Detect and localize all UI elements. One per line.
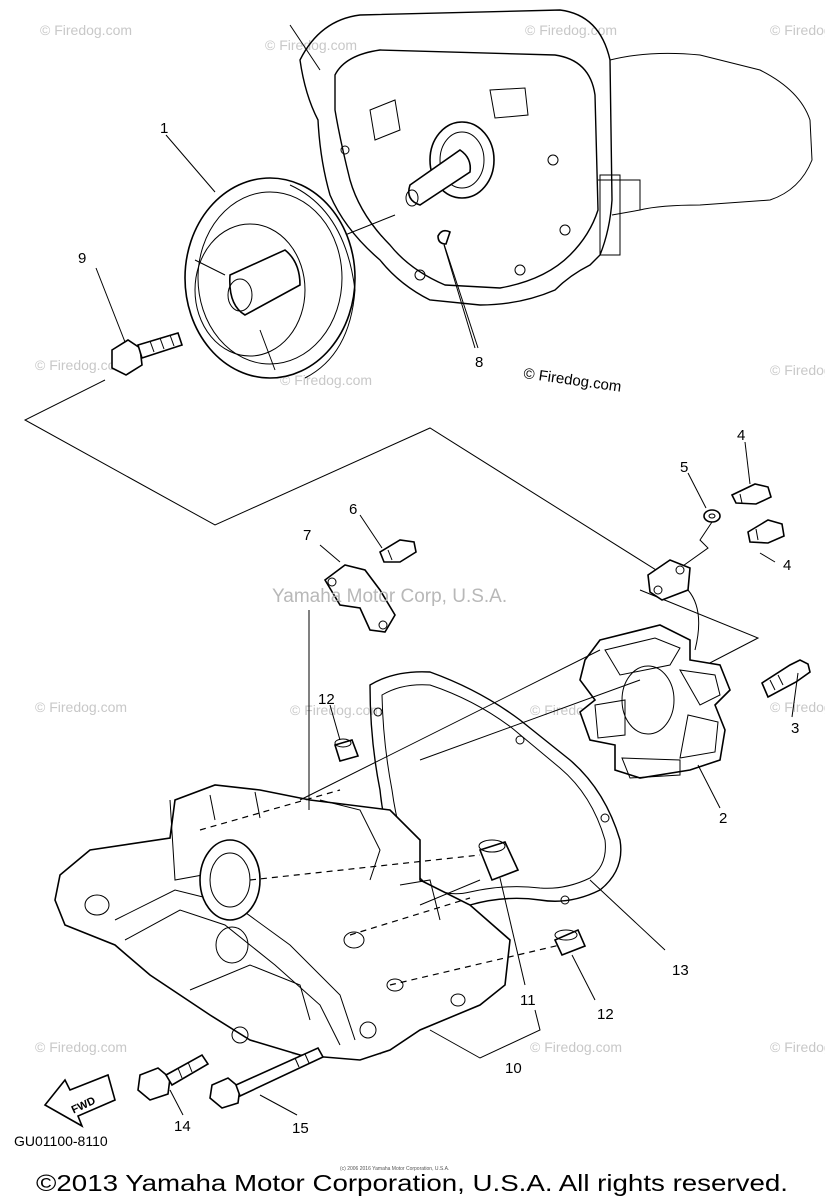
callout-13: 13: [672, 962, 689, 979]
flywheel: [184, 177, 356, 379]
callouts: 1 2 3 4 4 5 6 7 8 9 10 11 12 12 13 14 15: [78, 120, 799, 1137]
callout-4-bottom: 4: [783, 557, 791, 574]
watermark-text: © Firedog.com: [35, 357, 127, 373]
pickup-coil: [647, 559, 700, 651]
callout-7: 7: [303, 527, 311, 544]
stator: [579, 624, 731, 779]
tiny-copyright: (c) 2006 2016 Yamaha Motor Corporation, …: [340, 1166, 449, 1172]
callout-2: 2: [719, 810, 727, 827]
watermark-text: © Firedog.com: [35, 1039, 127, 1055]
dowel-pins: [333, 738, 587, 957]
callout-1: 1: [160, 120, 168, 137]
watermark-text: © Firedog.com: [280, 372, 372, 388]
center-watermark: Yamaha Motor Corp, U.S.A.: [272, 586, 507, 607]
callout-9: 9: [78, 250, 86, 267]
watermark-text: © Firedog.com: [525, 22, 617, 38]
watermark-text: © Firedog.com: [530, 1039, 622, 1055]
watermark-text: © Firedog.com: [770, 1039, 825, 1055]
flange-bolt-9: [111, 332, 184, 376]
collar: [478, 839, 526, 986]
cover-bolts: [137, 1046, 325, 1109]
stator-screw-3: [760, 659, 811, 699]
engine-case: [289, 9, 813, 349]
alignment-lines: [199, 610, 641, 986]
diagram-code: GU01100-8110: [14, 1133, 108, 1149]
leader-lines: [95, 134, 799, 1116]
watermark-text: © Firedog.com: [265, 37, 357, 53]
watermark-text: © Firedog.com: [35, 699, 127, 715]
fwd-arrow-icon: FWD: [43, 1073, 116, 1128]
callout-15: 15: [292, 1120, 309, 1137]
watermark-text: © Firedog.com: [290, 702, 382, 718]
callout-11: 11: [520, 992, 536, 1009]
callout-6: 6: [349, 501, 357, 518]
firedog-label: © Firedog.com: [522, 365, 622, 396]
watermark-text: © Firedog.com: [770, 362, 825, 378]
callout-5: 5: [680, 459, 688, 476]
callout-14: 14: [174, 1118, 191, 1135]
watermark-text: © Firedog.com: [770, 22, 825, 38]
watermark-text: © Firedog.com: [40, 22, 132, 38]
watermark-text: © Firedog.com: [770, 699, 825, 715]
watermark-group: © Firedog.com © Firedog.com © Firedog.co…: [35, 22, 825, 1058]
stator-bolts: [679, 483, 785, 569]
callout-10: 10: [505, 1060, 522, 1077]
callout-8: 8: [475, 354, 483, 371]
callout-4-top: 4: [737, 427, 745, 444]
callout-3: 3: [791, 720, 799, 737]
crankcase-cover: [54, 784, 511, 1061]
callout-12-top: 12: [318, 691, 335, 708]
copyright-footer: ©2013 Yamaha Motor Corporation, U.S.A. A…: [36, 1170, 788, 1196]
callout-12-bottom: 12: [597, 1006, 614, 1023]
clamp-assembly: [323, 539, 417, 633]
